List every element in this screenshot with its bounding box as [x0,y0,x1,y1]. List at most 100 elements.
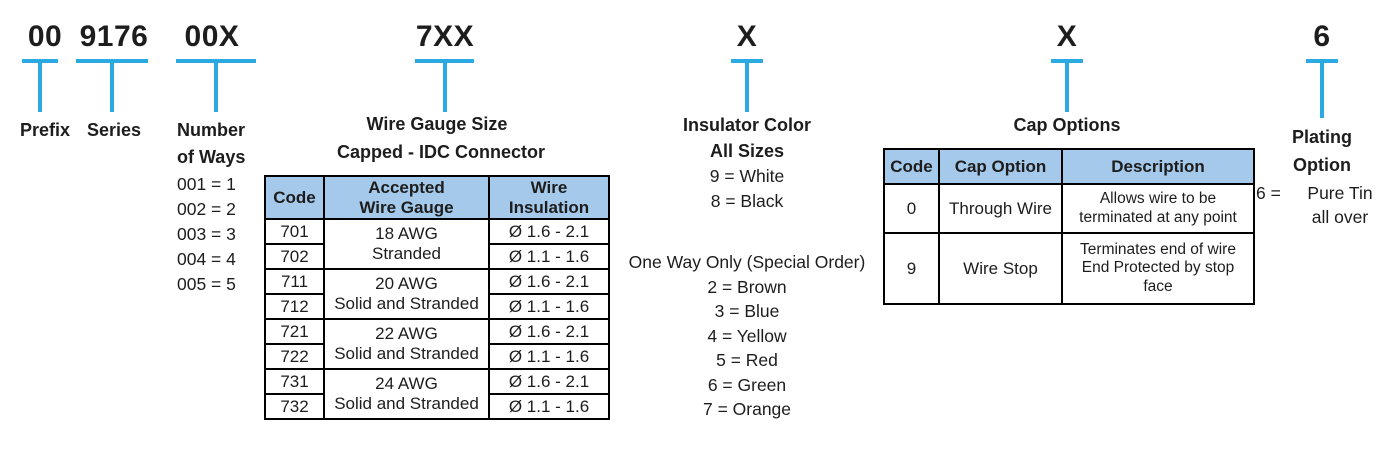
wire-insulation-cell: Ø 1.1 - 1.6 [488,243,610,270]
plating-label-line2: Option [1293,155,1351,175]
gauge-line2: Solid and Stranded [334,394,479,413]
insulator-all-sizes-label: All Sizes [709,141,785,161]
cap-option-cell: Wire Stop [938,232,1063,305]
tick-connector-prefix [22,59,58,112]
wire-insulation-cell: Ø 1.6 - 2.1 [488,318,610,345]
tick-connector-wire-gauge [415,59,474,112]
series-label: Series [86,120,142,140]
ways-option: 001 = 1 [177,174,236,194]
wire-code-cell: 731 [264,368,325,395]
gauge-line1: 24 AWG [375,374,438,394]
wire-code-cell: 732 [264,393,325,420]
wire-gauge-subtitle: Capped - IDC Connector [337,142,546,162]
wire-code-cell: 721 [264,318,325,345]
ways-label-line1: Number [177,120,246,140]
insulator-option: 5 = Red [716,350,778,370]
insulator-color-title: Insulator Color [682,115,811,135]
ways-label-line2: of Ways [177,147,246,167]
wire-insulation-cell: Ø 1.1 - 1.6 [488,393,610,420]
tick-connector-plating [1306,59,1338,118]
code-segment-cap: X [1056,20,1078,53]
gauge-line1: 22 AWG [375,324,438,344]
wire-insulation-cell: Ø 1.6 - 2.1 [488,268,610,295]
insulator-option: 3 = Blue [714,301,780,321]
cap-table-header-row: Code Cap Option Description [883,148,1255,185]
tick-connector-insulator [731,59,763,112]
wire-code-cell: 701 [264,218,325,245]
wire-gauge-cell: 22 AWG Solid and Stranded [323,318,490,370]
table-row: 722 Ø 1.1 - 1.6 [264,343,610,370]
table-row: 9 Wire Stop Terminates end of wire End P… [883,232,1255,305]
wire-header-insulation: Wire Insulation [488,175,610,220]
wire-gauge-cell: 20 AWG Solid and Stranded [323,268,490,320]
wire-gauge-cell: 24 AWG Solid and Stranded [323,368,490,420]
code-segment-insulator: X [736,20,758,53]
wire-gauge-title: Wire Gauge Size [366,114,508,134]
insulator-option: 9 = White [709,166,785,186]
tick-connector-ways [176,59,256,112]
wire-gauge-cell: 18 AWG Stranded [323,218,490,270]
gauge-line2: Solid and Stranded [334,344,479,363]
table-row: 701 18 AWG Stranded Ø 1.6 - 2.1 [264,218,610,270]
cap-header-code: Code [883,148,940,185]
ways-option: 002 = 2 [177,199,236,219]
gauge-line2: Stranded [372,244,441,263]
cap-options-table: Code Cap Option Description 0 Through Wi… [883,148,1255,305]
special-order-heading: One Way Only (Special Order) [628,252,866,272]
ways-option: 005 = 5 [177,274,236,294]
plating-label-line1: Plating [1291,127,1352,147]
wire-code-cell: 711 [264,268,325,295]
wire-code-cell: 712 [264,293,325,320]
wire-header-insulation-line1: Wire [530,178,568,198]
gauge-line1: 18 AWG [375,224,438,244]
cap-code-cell: 9 [883,232,940,305]
gauge-line1: 20 AWG [375,274,438,294]
plating-value-line1: Pure Tin [1307,183,1373,203]
wire-insulation-cell: Ø 1.6 - 2.1 [488,368,610,395]
table-row: 731 24 AWG Solid and Stranded Ø 1.6 - 2.… [264,368,610,420]
ways-option: 003 = 3 [177,224,236,244]
ways-option: 004 = 4 [177,249,236,269]
insulator-option: 7 = Orange [702,399,792,419]
cap-header-option: Cap Option [938,148,1063,185]
plating-value-code: 6 = [1256,183,1281,203]
table-row: 712 Ø 1.1 - 1.6 [264,293,610,320]
insulator-option: 6 = Green [707,375,787,395]
table-row: 702 Ø 1.1 - 1.6 [264,243,610,270]
wire-code-cell: 722 [264,343,325,370]
code-segment-ways: 00X [184,20,240,53]
code-segment-series: 9176 [79,20,149,53]
code-segment-wire-gauge: 7XX [415,20,475,53]
cap-code-cell: 0 [883,183,940,234]
code-segment-plating: 6 [1313,20,1331,53]
table-row: 711 20 AWG Solid and Stranded Ø 1.6 - 2.… [264,268,610,320]
cap-description-cell: Terminates end of wire End Protected by … [1061,232,1255,305]
cap-header-description: Description [1061,148,1255,185]
wire-insulation-cell: Ø 1.1 - 1.6 [488,343,610,370]
wire-header-gauge: Accepted Wire Gauge [323,175,490,220]
insulator-option: 4 = Yellow [707,326,787,346]
wire-header-code: Code [264,175,325,220]
tick-connector-series [76,59,148,112]
cap-options-title: Cap Options [1013,115,1121,135]
insulator-option: 8 = Black [710,191,784,211]
wire-header-insulation-line2: Insulation [508,197,590,217]
table-row: 0 Through Wire Allows wire to be termina… [883,183,1255,234]
table-row: 732 Ø 1.1 - 1.6 [264,393,610,420]
prefix-label: Prefix [19,120,71,140]
code-segment-prefix: 00 [27,20,63,53]
wire-header-gauge-line2: Wire Gauge [359,197,454,217]
wire-table-header-row: Code Accepted Wire Gauge Wire Insulation [264,175,610,220]
wire-header-gauge-line1: Accepted [368,178,445,198]
gauge-line2: Solid and Stranded [334,294,479,313]
cap-option-cell: Through Wire [938,183,1063,234]
insulator-option: 2 = Brown [707,277,787,297]
wire-code-cell: 702 [264,243,325,270]
wire-insulation-cell: Ø 1.6 - 2.1 [488,218,610,245]
wire-gauge-table: Code Accepted Wire Gauge Wire Insulation… [264,175,610,420]
tick-connector-cap [1051,59,1083,112]
plating-value-line2: all over [1311,207,1369,227]
table-row: 721 22 AWG Solid and Stranded Ø 1.6 - 2.… [264,318,610,370]
wire-insulation-cell: Ø 1.1 - 1.6 [488,293,610,320]
